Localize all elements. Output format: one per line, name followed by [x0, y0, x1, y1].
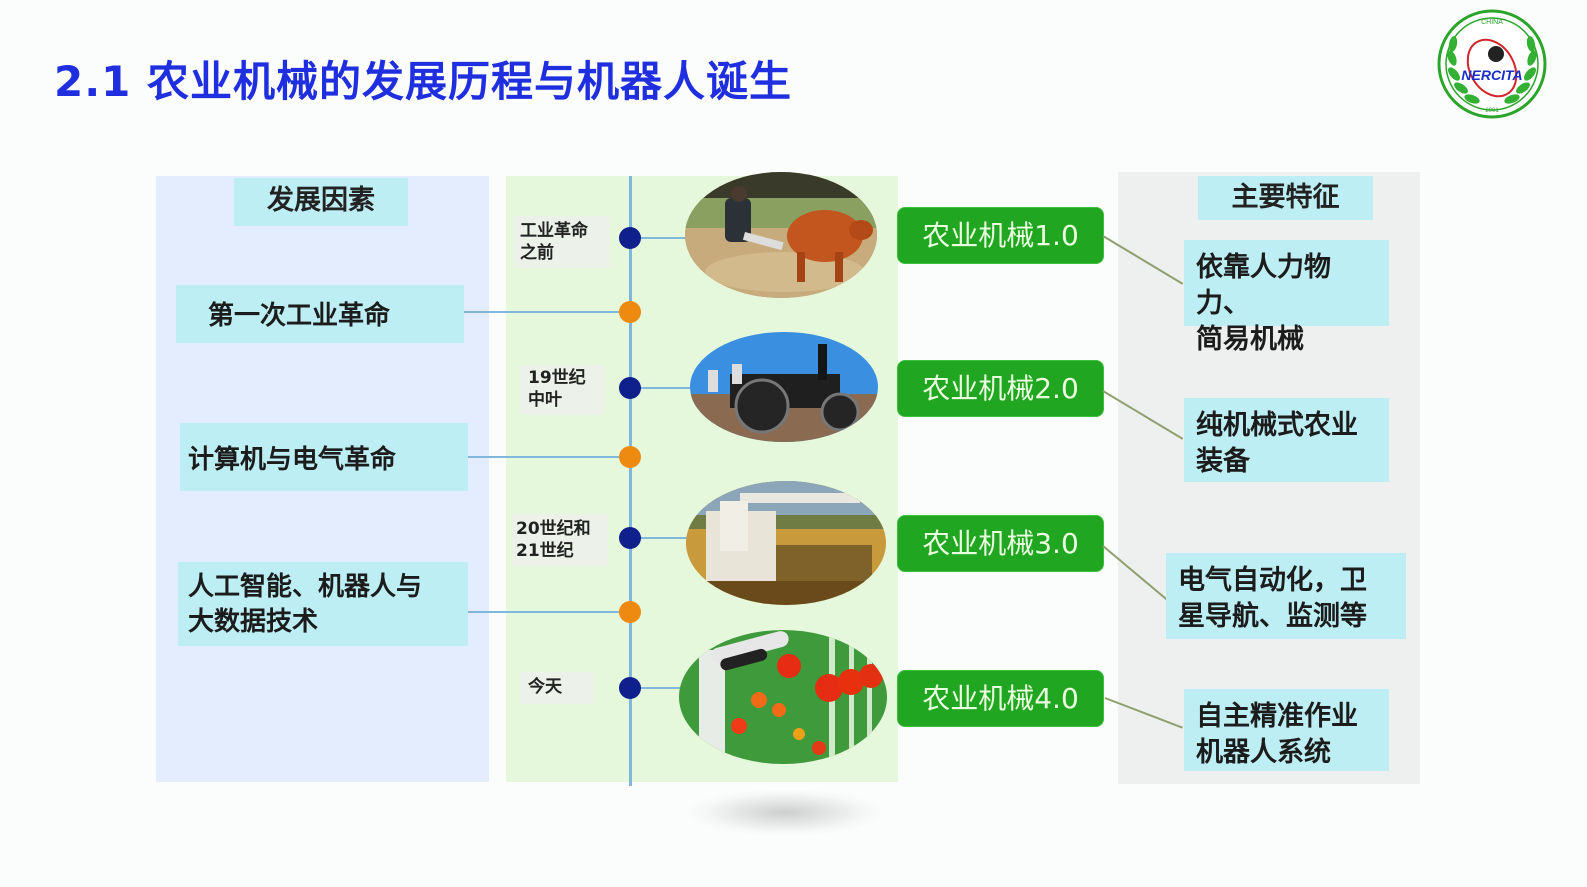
factor-connector-1 [464, 311, 630, 313]
feature-line1: 依靠人力物力、 [1196, 252, 1331, 319]
period-connector-1 [630, 237, 690, 239]
feature-line2: 星导航、监测等 [1178, 601, 1367, 632]
feature-line2: 装备 [1196, 446, 1250, 477]
era-button-1[interactable]: 农业机械1.0 [898, 208, 1103, 263]
feature-line2: 简易机械 [1196, 324, 1304, 355]
era-button-4[interactable]: 农业机械4.0 [898, 671, 1103, 726]
feature-box-1: 依靠人力物力、 简易机械 [1184, 240, 1389, 355]
factor-connector-2 [468, 456, 630, 458]
slide-title: 2.1 农业机械的发展历程与机器人诞生 [54, 57, 793, 106]
nercita-logo-icon: NERCITA CHINA 2001 [1436, 8, 1548, 120]
feature-line1: 自主精准作业 [1196, 701, 1358, 732]
factor-label: 第一次工业革命 [208, 301, 391, 331]
feature-line2: 机器人系统 [1196, 737, 1331, 768]
period-line1: 19世纪 [528, 368, 586, 388]
factors-header: 发展因素 [234, 178, 408, 226]
factor-box-3: 人工智能、机器人与 大数据技术 [178, 562, 468, 646]
era-button-2[interactable]: 农业机械2.0 [898, 361, 1103, 416]
factor-label: 计算机与电气革命 [188, 445, 397, 475]
period-label-1: 工业革命 之前 [514, 216, 610, 268]
period-line2: 21世纪 [516, 541, 574, 561]
factor-box-1: 第一次工业革命 [176, 285, 464, 343]
period-dot-2 [619, 377, 641, 399]
factor-label-line2: 大数据技术 [188, 607, 319, 637]
period-line2: 之前 [520, 243, 554, 263]
factor-box-2: 计算机与电气革命 [180, 423, 468, 491]
svg-text:2001: 2001 [1485, 108, 1499, 114]
period-connector-4 [630, 687, 682, 689]
era-button-3[interactable]: 农业机械3.0 [898, 516, 1103, 571]
feature-line1: 电气自动化，卫 [1178, 565, 1367, 596]
feature-box-2: 纯机械式农业 装备 [1184, 398, 1389, 482]
period-label-3: 20世纪和 21世纪 [512, 514, 608, 566]
period-line2: 中叶 [528, 390, 562, 410]
feature-box-4: 自主精准作业 机器人系统 [1184, 689, 1389, 771]
steam-tractor-photo [690, 332, 878, 442]
svg-text:NERCITA: NERCITA [1461, 67, 1522, 83]
factor-dot-2 [619, 446, 641, 468]
feature-box-3: 电气自动化，卫 星导航、监测等 [1166, 553, 1406, 639]
period-dot-4 [619, 677, 641, 699]
factor-label-line1: 人工智能、机器人与 [188, 572, 423, 602]
factor-dot-3 [619, 601, 641, 623]
tomato-picking-robot-photo [679, 630, 887, 764]
period-dot-1 [619, 227, 641, 249]
period-label-4: 今天 [520, 672, 594, 704]
ox-plowing-photo [685, 172, 877, 298]
timeline-axis [629, 176, 632, 786]
period-dot-3 [619, 527, 641, 549]
period-label-2: 19世纪 中叶 [520, 365, 604, 415]
period-line1: 今天 [528, 677, 562, 697]
feature-line1: 纯机械式农业 [1196, 410, 1358, 441]
factor-connector-3 [468, 611, 630, 613]
period-line1: 工业革命 [520, 221, 588, 241]
factor-dot-1 [619, 301, 641, 323]
shadow-decoration [690, 790, 880, 835]
period-connector-2 [630, 387, 692, 389]
combine-harvester-photo [686, 481, 886, 605]
period-connector-3 [630, 537, 688, 539]
features-header: 主要特征 [1198, 176, 1373, 220]
svg-text:CHINA: CHINA [1481, 19, 1503, 26]
period-line1: 20世纪和 [516, 519, 591, 539]
